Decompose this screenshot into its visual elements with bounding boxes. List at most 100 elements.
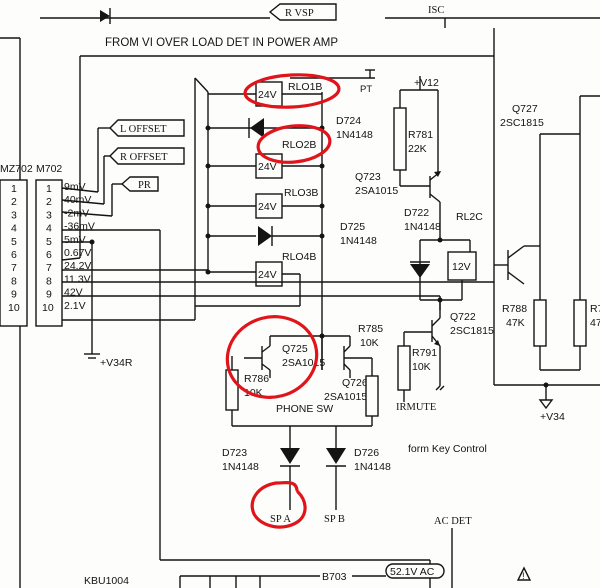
pin-signal-1: 9mV: [64, 181, 86, 193]
d726-part: 1N4148: [354, 461, 391, 473]
d723-ref: D723: [222, 447, 247, 459]
q727-part: 2SC1815: [500, 117, 544, 129]
m702-pin-5: 5: [46, 236, 52, 248]
red-circle-rlo1b: [243, 73, 341, 109]
r-vsp-tag: R VSP: [268, 3, 337, 21]
d726-ref: D726: [354, 447, 379, 459]
mz702-pin-10: 10: [8, 302, 20, 314]
phone-sw-label: PHONE SW: [276, 403, 333, 415]
relay-rlo4b-voltage: 24V: [258, 269, 277, 281]
svg-text:R OFFSET: R OFFSET: [120, 152, 168, 163]
v521-ac-label: 52.1V AC: [390, 566, 435, 578]
d724-part: 1N4148: [336, 129, 373, 141]
mz702-pin-2: 2: [11, 196, 17, 208]
relay-rlo2b-voltage: 24V: [258, 161, 277, 173]
sp-a-label: SP A: [270, 514, 291, 525]
m702-pin-7: 7: [46, 262, 52, 274]
m702-pin-2: 2: [46, 196, 52, 208]
r788-ref: R788: [502, 303, 527, 315]
sp-b-label: SP B: [324, 514, 345, 525]
m702-pin-10: 10: [42, 302, 54, 314]
relay-rlo3b-label: RLO3B: [284, 187, 318, 199]
pin-signal-2: 40mV: [64, 194, 91, 206]
pin-signal-9: 42V: [64, 287, 83, 299]
mz702-pin-8: 8: [11, 275, 17, 287]
v34-label: +V34: [540, 411, 565, 423]
v521-ac-tag: [385, 563, 445, 579]
resistor-r781: [393, 107, 407, 171]
pin-signal-7: 24.2V: [64, 260, 91, 272]
r781-value: 22K: [408, 143, 427, 155]
relay-rlo4b-label: RLO4B: [282, 251, 316, 263]
mz702-pin-6: 6: [11, 249, 17, 261]
b703-label: B703: [322, 571, 347, 583]
pin-signal-5: 5mV: [64, 234, 86, 246]
d723-part: 1N4148: [222, 461, 259, 473]
relay-rlo2b-label: RLO2B: [282, 139, 316, 151]
resistor-r789: [573, 299, 587, 347]
m702-pin-4: 4: [46, 223, 52, 235]
r791-ref: R791: [412, 347, 437, 359]
relay-rlo1b-voltage: 24V: [258, 89, 277, 101]
m702-label: M702: [36, 163, 62, 175]
form-key-label: form Key Control: [408, 443, 487, 455]
svg-text:L OFFSET: L OFFSET: [120, 124, 167, 135]
isc-label: ISC: [428, 5, 444, 16]
pin-signal-10: 2.1V: [64, 300, 86, 312]
m702-pin-8: 8: [46, 275, 52, 287]
pr-tag: PR: [111, 176, 159, 216]
mz702-connector: [0, 179, 28, 327]
overload-title: FROM VI OVER LOAD DET IN POWER AMP: [105, 37, 338, 49]
m702-pin-1: 1: [46, 183, 52, 195]
mz702-pin-9: 9: [11, 289, 17, 301]
pin-signal-4: -36mV: [64, 221, 95, 233]
red-annotations: [225, 73, 341, 529]
d725-ref: D725: [340, 221, 365, 233]
mz702-pin-7: 7: [11, 262, 17, 274]
r789-ref: R78: [590, 303, 600, 315]
mz702-pin-1: 1: [11, 183, 17, 195]
resistor-r785: [365, 375, 379, 417]
m702-connector: [35, 179, 63, 327]
r786-ref: R786: [244, 373, 269, 385]
q727-ref: Q727: [512, 103, 538, 115]
resistor-r788: [533, 299, 547, 347]
d722-part: 1N4148: [404, 221, 441, 233]
m702-pin-9: 9: [46, 289, 52, 301]
r785-value: 10K: [360, 337, 379, 349]
red-circle-rlo2b: [256, 124, 332, 164]
top-wiring: [40, 8, 600, 28]
pin-signal-6: 0.67V: [64, 247, 91, 259]
q725-ref: Q725: [282, 343, 308, 355]
l-offset-tag: L OFFSET: [97, 119, 185, 192]
r791-value: 10K: [412, 361, 431, 373]
rl2c-label: RL2C: [456, 211, 483, 223]
r785-ref: R785: [358, 323, 383, 335]
red-circle-spa: [250, 480, 307, 529]
m702-pin-6: 6: [46, 249, 52, 261]
q726-part: 2SA1015: [324, 391, 367, 403]
d725-part: 1N4148: [340, 235, 377, 247]
q726-ref: Q726: [342, 377, 368, 389]
rl2c-voltage: 12V: [452, 261, 471, 273]
diode-d725: [208, 226, 322, 246]
mz702-label: MZ702: [0, 163, 33, 175]
warning-icon: [516, 566, 532, 581]
relay-rlo1b-label: RLO1B: [288, 81, 322, 93]
resistor-r791: [397, 345, 411, 391]
ac-det-label: AC DET: [434, 516, 472, 527]
d722-ref: D722: [404, 207, 429, 219]
r-vsp-label: R VSP: [285, 8, 314, 19]
warning-mark: !: [522, 571, 525, 582]
mz702-pin-3: 3: [11, 209, 17, 221]
relay-rlo3b-voltage: 24V: [258, 201, 277, 213]
q722-part: 2SC1815: [450, 325, 494, 337]
kbu1004-label: KBU1004: [84, 575, 129, 587]
q725-part: 2SA1015: [282, 357, 325, 369]
q723-part: 2SA1015: [355, 185, 398, 197]
r-offset-tag: R OFFSET: [103, 147, 185, 204]
